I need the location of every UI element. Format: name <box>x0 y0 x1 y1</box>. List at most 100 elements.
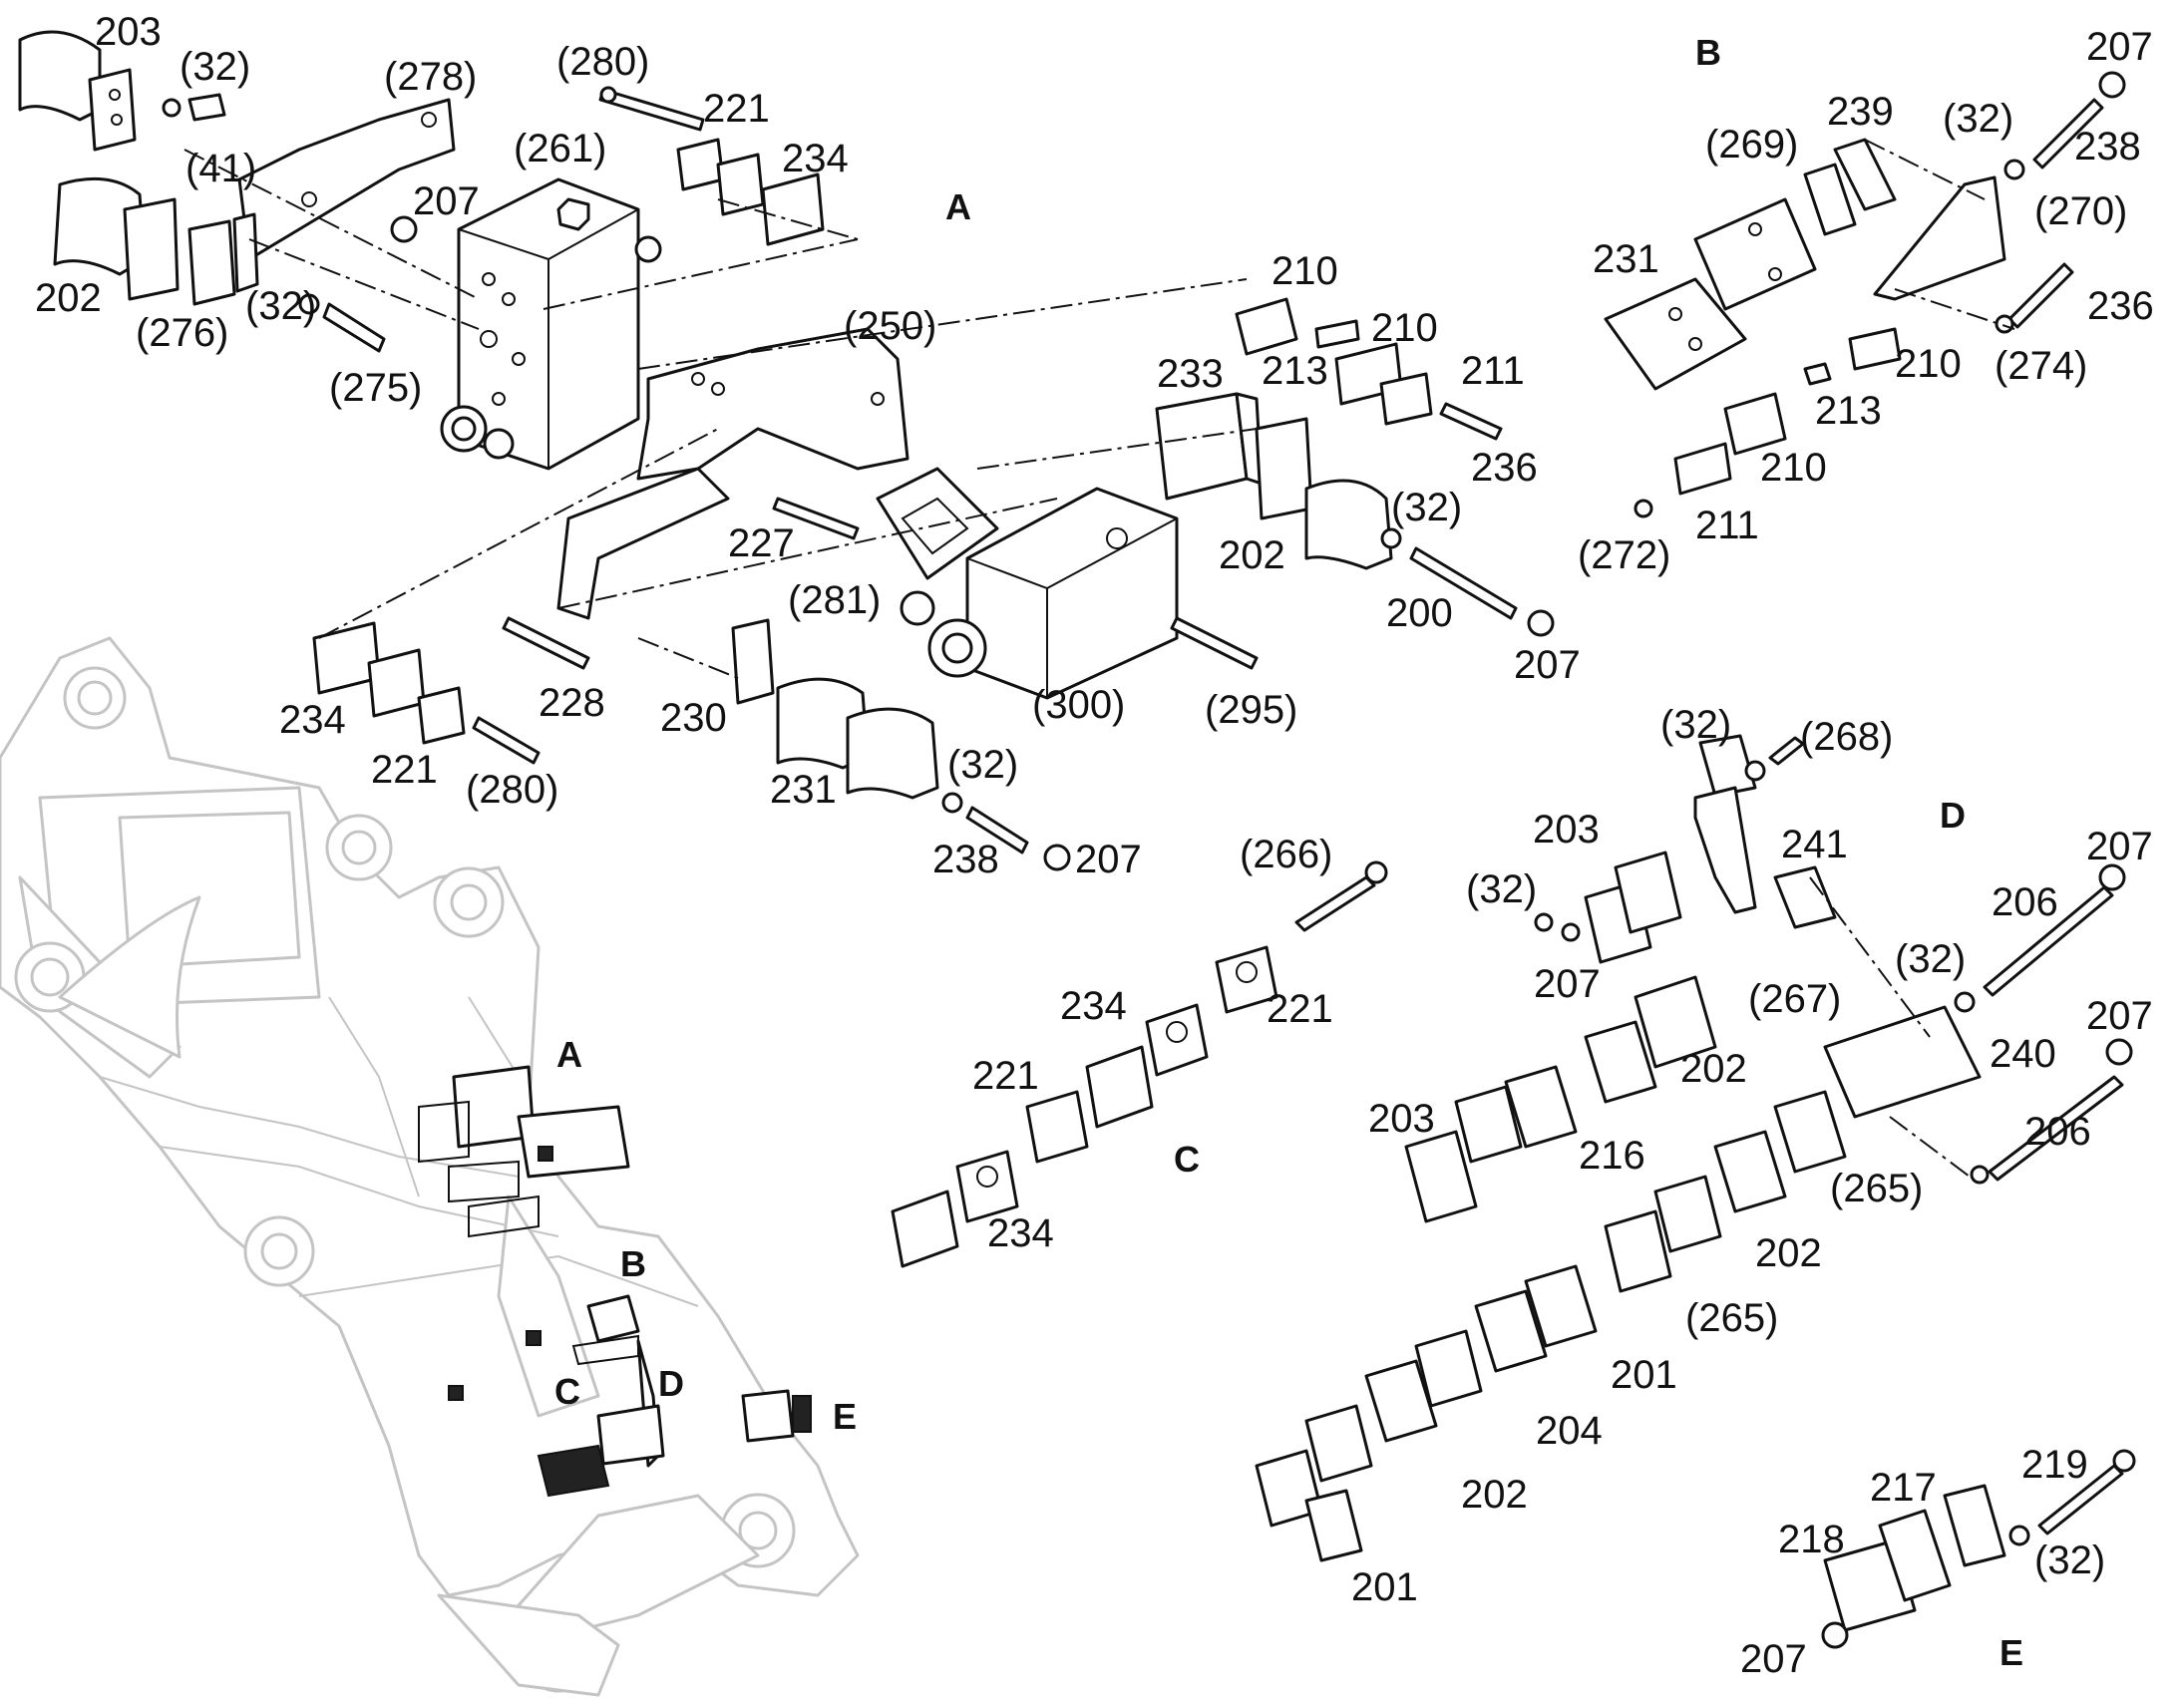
callout: 241 <box>1781 823 1848 866</box>
callout: 206 <box>2024 1110 2091 1154</box>
callout: 213 <box>1262 349 1328 393</box>
section-E-parts <box>1821 1449 2136 1649</box>
callouts-section-C: (266) 234 221 221 234 <box>972 833 1333 1255</box>
callout: 231 <box>770 768 837 812</box>
callout: 202 <box>35 276 102 320</box>
section-A-assembly-lines <box>183 149 1258 679</box>
section-label-B: B <box>1695 32 1721 73</box>
callout: 207 <box>2086 994 2153 1038</box>
callout: (295) <box>1205 688 1297 732</box>
section-B-parts <box>1604 71 2126 518</box>
callout: (32) <box>1466 867 1537 911</box>
callout: 203 <box>95 10 162 54</box>
callout: 202 <box>1219 533 1285 577</box>
section-label-E: E <box>1999 1632 2023 1673</box>
callout: 207 <box>1514 643 1581 687</box>
callout: 207 <box>413 179 480 223</box>
callout: 210 <box>1371 306 1438 350</box>
callout: 213 <box>1815 389 1882 433</box>
callout: 207 <box>2086 825 2153 868</box>
overview-label-E: E <box>833 1396 857 1437</box>
callout: 240 <box>1990 1032 2056 1076</box>
callout: (265) <box>1830 1167 1923 1210</box>
callout: 221 <box>972 1054 1039 1098</box>
callout: 207 <box>1740 1637 1807 1681</box>
callout: (250) <box>844 304 936 348</box>
callout: 207 <box>1534 962 1601 1006</box>
callout: 211 <box>1461 349 1525 393</box>
callout: 221 <box>1267 987 1333 1031</box>
callout: (32) <box>1660 703 1731 747</box>
callout: 204 <box>1536 1409 1603 1453</box>
callout: 233 <box>1157 352 1224 396</box>
callout: 236 <box>2087 284 2154 328</box>
overview-assembly-E <box>741 1389 812 1443</box>
callouts-section-D: (32) (268) 203 241 207 (32) 206 207 (267… <box>1351 703 2153 1609</box>
overview-label-A: A <box>556 1034 582 1075</box>
callout: 239 <box>1827 90 1894 134</box>
overview-label-B: B <box>620 1243 646 1284</box>
callout: 234 <box>1060 984 1127 1028</box>
callout: 207 <box>2086 25 2153 69</box>
callout: (32) <box>1391 486 1462 529</box>
callout: 218 <box>1778 1518 1845 1561</box>
section-label-D: D <box>1940 795 1966 836</box>
section-label-A: A <box>945 186 971 227</box>
callout: (32) <box>245 284 316 328</box>
overview-assembly-B <box>526 1294 640 1366</box>
callout: (261) <box>514 127 606 171</box>
boom-arm-overview <box>0 636 860 1697</box>
section-D-assembly-lines <box>1809 876 1971 1178</box>
callout: (300) <box>1032 683 1125 727</box>
callout: (266) <box>1240 833 1332 876</box>
callout: (32) <box>1895 937 1966 981</box>
callout: 202 <box>1755 1231 1822 1275</box>
callout: 203 <box>1368 1097 1435 1141</box>
callouts-section-A: 203 (32) (41) (278) (261) (280) 221 234 … <box>35 10 1581 881</box>
callout: 207 <box>1075 838 1142 881</box>
callout: 236 <box>1471 446 1538 490</box>
callout: 230 <box>660 696 727 740</box>
callout: (267) <box>1748 977 1841 1021</box>
callout: 201 <box>1351 1565 1418 1609</box>
callout: 202 <box>1461 1473 1528 1517</box>
callout: (275) <box>329 366 422 410</box>
overview-assembly-A <box>418 1065 630 1238</box>
callout: (280) <box>466 768 558 812</box>
section-C-parts <box>891 860 1388 1268</box>
callout: 210 <box>1272 249 1338 293</box>
callout: 228 <box>539 681 605 725</box>
callout: (32) <box>1943 97 2013 141</box>
callout: (278) <box>384 55 477 99</box>
callout: 231 <box>1593 237 1659 281</box>
overview-assembly-CD <box>448 1339 665 1498</box>
callout: 210 <box>1895 342 1962 386</box>
callout: (281) <box>788 578 881 622</box>
callout: 201 <box>1611 1353 1677 1397</box>
callout: 221 <box>371 748 438 792</box>
callout: (32) <box>2034 1538 2105 1582</box>
section-B-assembly-lines <box>1864 139 2015 330</box>
callout: (269) <box>1705 123 1798 167</box>
callout: 216 <box>1579 1134 1645 1178</box>
section-label-C: C <box>1174 1139 1200 1180</box>
callout: 211 <box>1695 504 1759 547</box>
callout: 238 <box>932 838 999 881</box>
callouts-section-E: 219 217 218 (32) 207 <box>1740 1443 2105 1681</box>
callout: 234 <box>782 137 849 180</box>
callout: (32) <box>180 45 250 89</box>
callout: 234 <box>987 1211 1054 1255</box>
callout: (32) <box>947 743 1018 787</box>
callout: 210 <box>1760 446 1827 490</box>
callout: (272) <box>1578 533 1670 577</box>
callout: 202 <box>1680 1047 1747 1091</box>
overview-label-C: C <box>554 1371 580 1412</box>
callout: 219 <box>2021 1443 2088 1487</box>
callout: (274) <box>1995 344 2087 388</box>
callout: 234 <box>279 698 346 742</box>
callout: 238 <box>2074 125 2141 169</box>
overview-label-D: D <box>658 1363 684 1404</box>
callout: 203 <box>1533 808 1600 852</box>
callout: 206 <box>1992 880 2058 924</box>
